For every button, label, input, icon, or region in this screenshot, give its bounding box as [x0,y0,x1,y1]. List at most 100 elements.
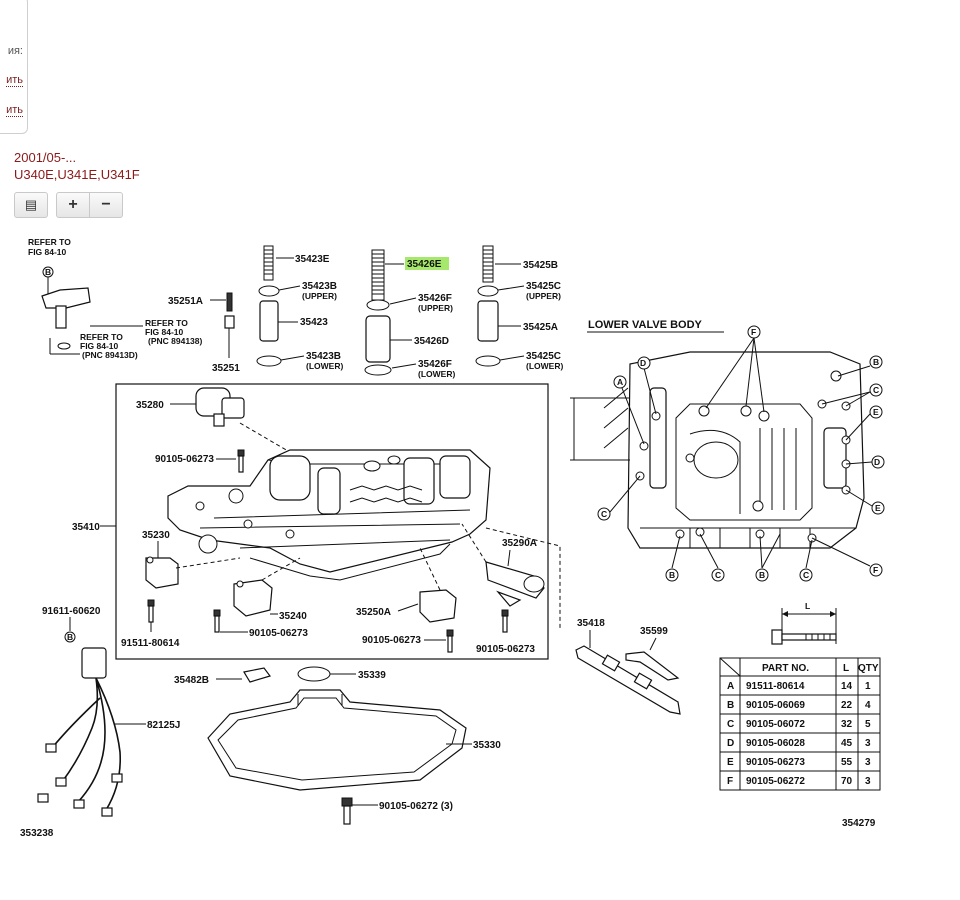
label-upper-3: (UPPER) [526,291,561,301]
refer-top-line1: REFER TO [28,237,71,247]
accumulator-stack-35425 [475,245,501,367]
bolt-a-head [237,449,245,457]
sensor-o-ring [57,342,71,350]
label-upper-1: (UPPER) [302,291,337,301]
plus-icon: + [68,196,78,213]
pan-bolt-shank [343,805,351,825]
ref-b-letter-top: B [45,267,51,277]
zoom-out-button[interactable]: − [90,192,123,218]
solenoid-35250A [419,589,457,623]
parts-diagram: REFER TO FIG 84-10 B REFER TO FIG 84-10 … [20,237,885,839]
callout-35250A: 35250A [356,607,391,618]
bolt-e-head [501,609,509,617]
label-upper-2: (UPPER) [418,303,453,313]
table-cell-length: 45 [841,738,853,749]
table-header-part-no: PART NO. [762,663,809,674]
callout-35423E: 35423E [295,254,330,265]
callout-35426E: 35426E [407,259,442,270]
bolt-e-shank [502,615,508,633]
bolt-d-shank [447,635,453,653]
list-view-button[interactable]: ▤ [14,192,48,218]
sensor-stem [55,305,67,329]
letter-b-bottom-1: B [669,570,675,580]
refer-low-line2: FIG 84-10 [80,341,119,351]
letter-d-top: D [640,358,646,368]
callout-35426D: 35426D [414,336,449,347]
table-cell-key: C [727,719,734,730]
table-cell-qty: 3 [865,776,871,787]
callout-90105-06273-b: 90105-06273 [249,628,308,639]
table-cell-key: D [727,738,734,749]
table-cell-qty: 4 [865,700,871,711]
oil-pan-35330 [207,689,467,791]
letter-e-top: E [873,407,879,417]
label-lower-2: (LOWER) [418,369,455,379]
speed-sensor [41,287,91,309]
list-icon: ▤ [24,197,38,212]
table-cell-length: 55 [841,757,853,768]
callout-35423B-upper: 35423B [302,281,337,292]
table-cell-length: 70 [841,776,853,787]
bolt-c-head [213,609,221,617]
callout-90105-06273-a: 90105-06273 [155,454,214,465]
valve-body-frame [115,383,549,660]
zoom-in-button[interactable]: + [56,192,90,218]
minus-icon: − [101,196,111,213]
callout-35425B: 35425B [523,260,558,271]
letter-c-right: C [873,385,879,395]
lower-valve-body-view [570,351,865,549]
oil-strainer-o-ring [297,666,331,682]
side-panel-label: ия: [7,45,23,57]
figure-id-right: 354279 [842,818,876,829]
table-cell-length: 14 [841,681,853,692]
wire-harness-82125J [37,647,123,817]
refer-low-line1: REFER TO [80,332,123,342]
callout-35423B-lower: 35423B [306,351,341,362]
table-cell-part-no: 90105-06072 [746,719,805,730]
callout-90105-06273-d: 90105-06273 [476,644,535,655]
callout-35426F-upper: 35426F [418,293,452,304]
callout-35423: 35423 [300,317,328,328]
production-date: 2001/05-... [14,150,77,165]
pan-bolt-head [341,797,353,807]
letter-c-bottom-2: C [803,570,809,580]
letter-f-bottom: F [873,565,878,575]
detent-spring-35599 [625,651,680,681]
side-panel: ия: ить ить [0,0,28,134]
callout-35240: 35240 [279,611,307,622]
side-panel-link-2[interactable]: ить [6,104,23,117]
table-cell-part-no: 91511-80614 [746,681,805,692]
figure-id-left: 353238 [20,828,54,839]
callout-35599: 35599 [640,626,668,637]
callout-35425C-lower: 35425C [526,351,561,362]
bolt-a-shank [238,455,244,473]
callout-90105-06272-3: 90105-06272 (3) [379,801,453,812]
part-35251A [226,292,233,312]
letter-b-bottom-2: B [759,570,765,580]
table-header-qty: QTY [858,663,879,674]
transmission-models: U340E,U341E,U341F [14,167,140,182]
letter-b-top: B [873,357,879,367]
callout-35251: 35251 [212,363,240,374]
letter-c-left: C [601,509,607,519]
solenoid-35290A [485,561,545,607]
table-cell-part-no: 90105-06028 [746,738,805,749]
bolt-b-head [147,599,155,607]
part-35251-cap [224,315,235,329]
table-cell-part-no: 90105-06273 [746,757,805,768]
callout-35425C-upper: 35425C [526,281,561,292]
callout-35410: 35410 [72,522,100,533]
callout-91511-80614: 91511-80614 [121,638,180,649]
solenoid-35280 [195,387,245,427]
table-cell-key: A [727,681,734,692]
strainer-clip [243,667,271,683]
callout-35418: 35418 [577,618,605,629]
callout-35425A: 35425A [523,322,558,333]
solenoid-35230 [145,556,179,589]
table-cell-part-no: 90105-06069 [746,700,805,711]
side-panel-link-1[interactable]: ить [6,74,23,87]
callout-35482B: 35482B [174,675,209,686]
bolt-c-shank [214,615,220,633]
letter-e-bottom: E [875,503,881,513]
